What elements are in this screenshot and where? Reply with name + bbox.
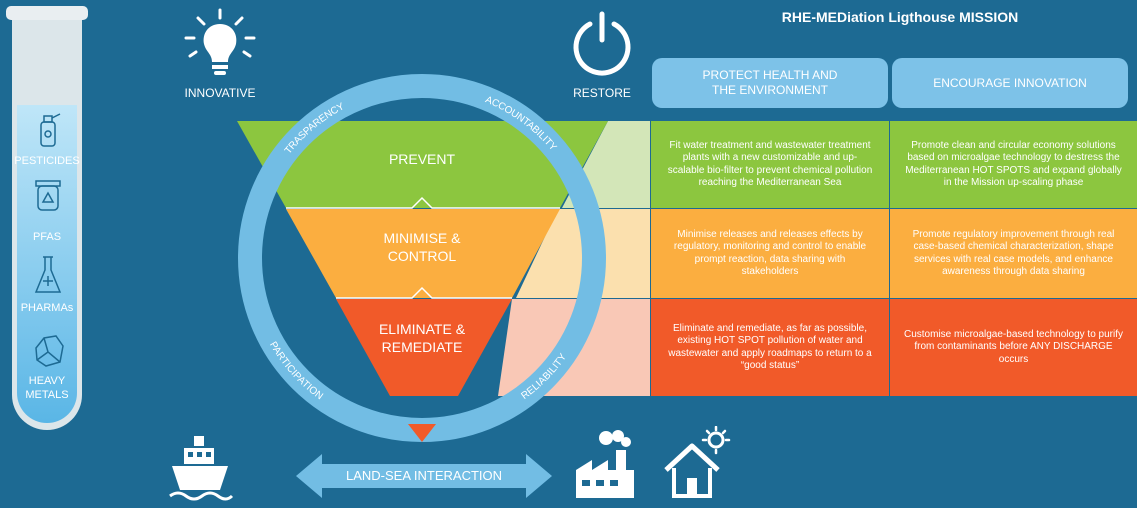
- cell-prevent-protect: Fit water treatment and wastewater treat…: [651, 121, 889, 208]
- eliminate-level: [336, 299, 512, 396]
- land-sea-label: LAND-SEA INTERACTION: [345, 468, 503, 483]
- cell-eliminate-protect: Eliminate and remediate, as far as possi…: [651, 299, 889, 396]
- cell-minimise-innovation: Promote regulatory improvement through r…: [890, 209, 1137, 298]
- svg-text:PARTICIPATION: PARTICIPATION: [267, 340, 325, 402]
- minimise-level: [286, 209, 560, 298]
- house-sun-icon: [664, 426, 731, 498]
- test-tube: [6, 6, 88, 430]
- land-sea-arrow: [296, 454, 552, 498]
- pfas-jar-icon: [35, 180, 61, 211]
- cell-eliminate-innovation: Customise microalgae-based technology to…: [890, 299, 1137, 396]
- restore-label: RESTORE: [573, 86, 631, 100]
- ring-label-participation: PARTICIPATION: [267, 340, 325, 402]
- down-arrow: [408, 424, 436, 442]
- tube-label-pesticides: PESTICIDES: [14, 155, 80, 167]
- lightbulb-icon: [184, 8, 256, 75]
- prevent-level: [237, 121, 608, 208]
- level-label-prevent: PREVENT: [388, 151, 456, 167]
- column-header-innovation: ENCOURAGE INNOVATION: [892, 58, 1128, 108]
- tube-label-heavy-metals: HEAVY METALS: [25, 375, 69, 401]
- power-icon: [573, 11, 631, 76]
- level-label-minimise: MINIMISE &CONTROL: [383, 230, 461, 264]
- pesticide-bottle-icon: [40, 113, 61, 147]
- factory-icon: [576, 430, 634, 498]
- cell-prevent-innovation: Promote clean and circular economy solut…: [890, 121, 1137, 208]
- innovative-label: INNOVATIVE: [184, 86, 256, 100]
- heavy-metal-rock-icon: [35, 335, 64, 367]
- tube-label-pfas: PFAS: [32, 231, 62, 243]
- cell-minimise-protect: Minimise releases and releases effects b…: [651, 209, 889, 298]
- level-label-eliminate: ELIMINATE &REMEDIATE: [378, 321, 466, 355]
- flask-cross-icon: [34, 256, 62, 293]
- tube-cap: [6, 6, 88, 20]
- ship-icon: [169, 436, 234, 501]
- mission-title: RHE-MEDiation Ligthouse MISSION: [781, 9, 1019, 25]
- tube-label-pharmas: PHARMAs: [20, 302, 74, 314]
